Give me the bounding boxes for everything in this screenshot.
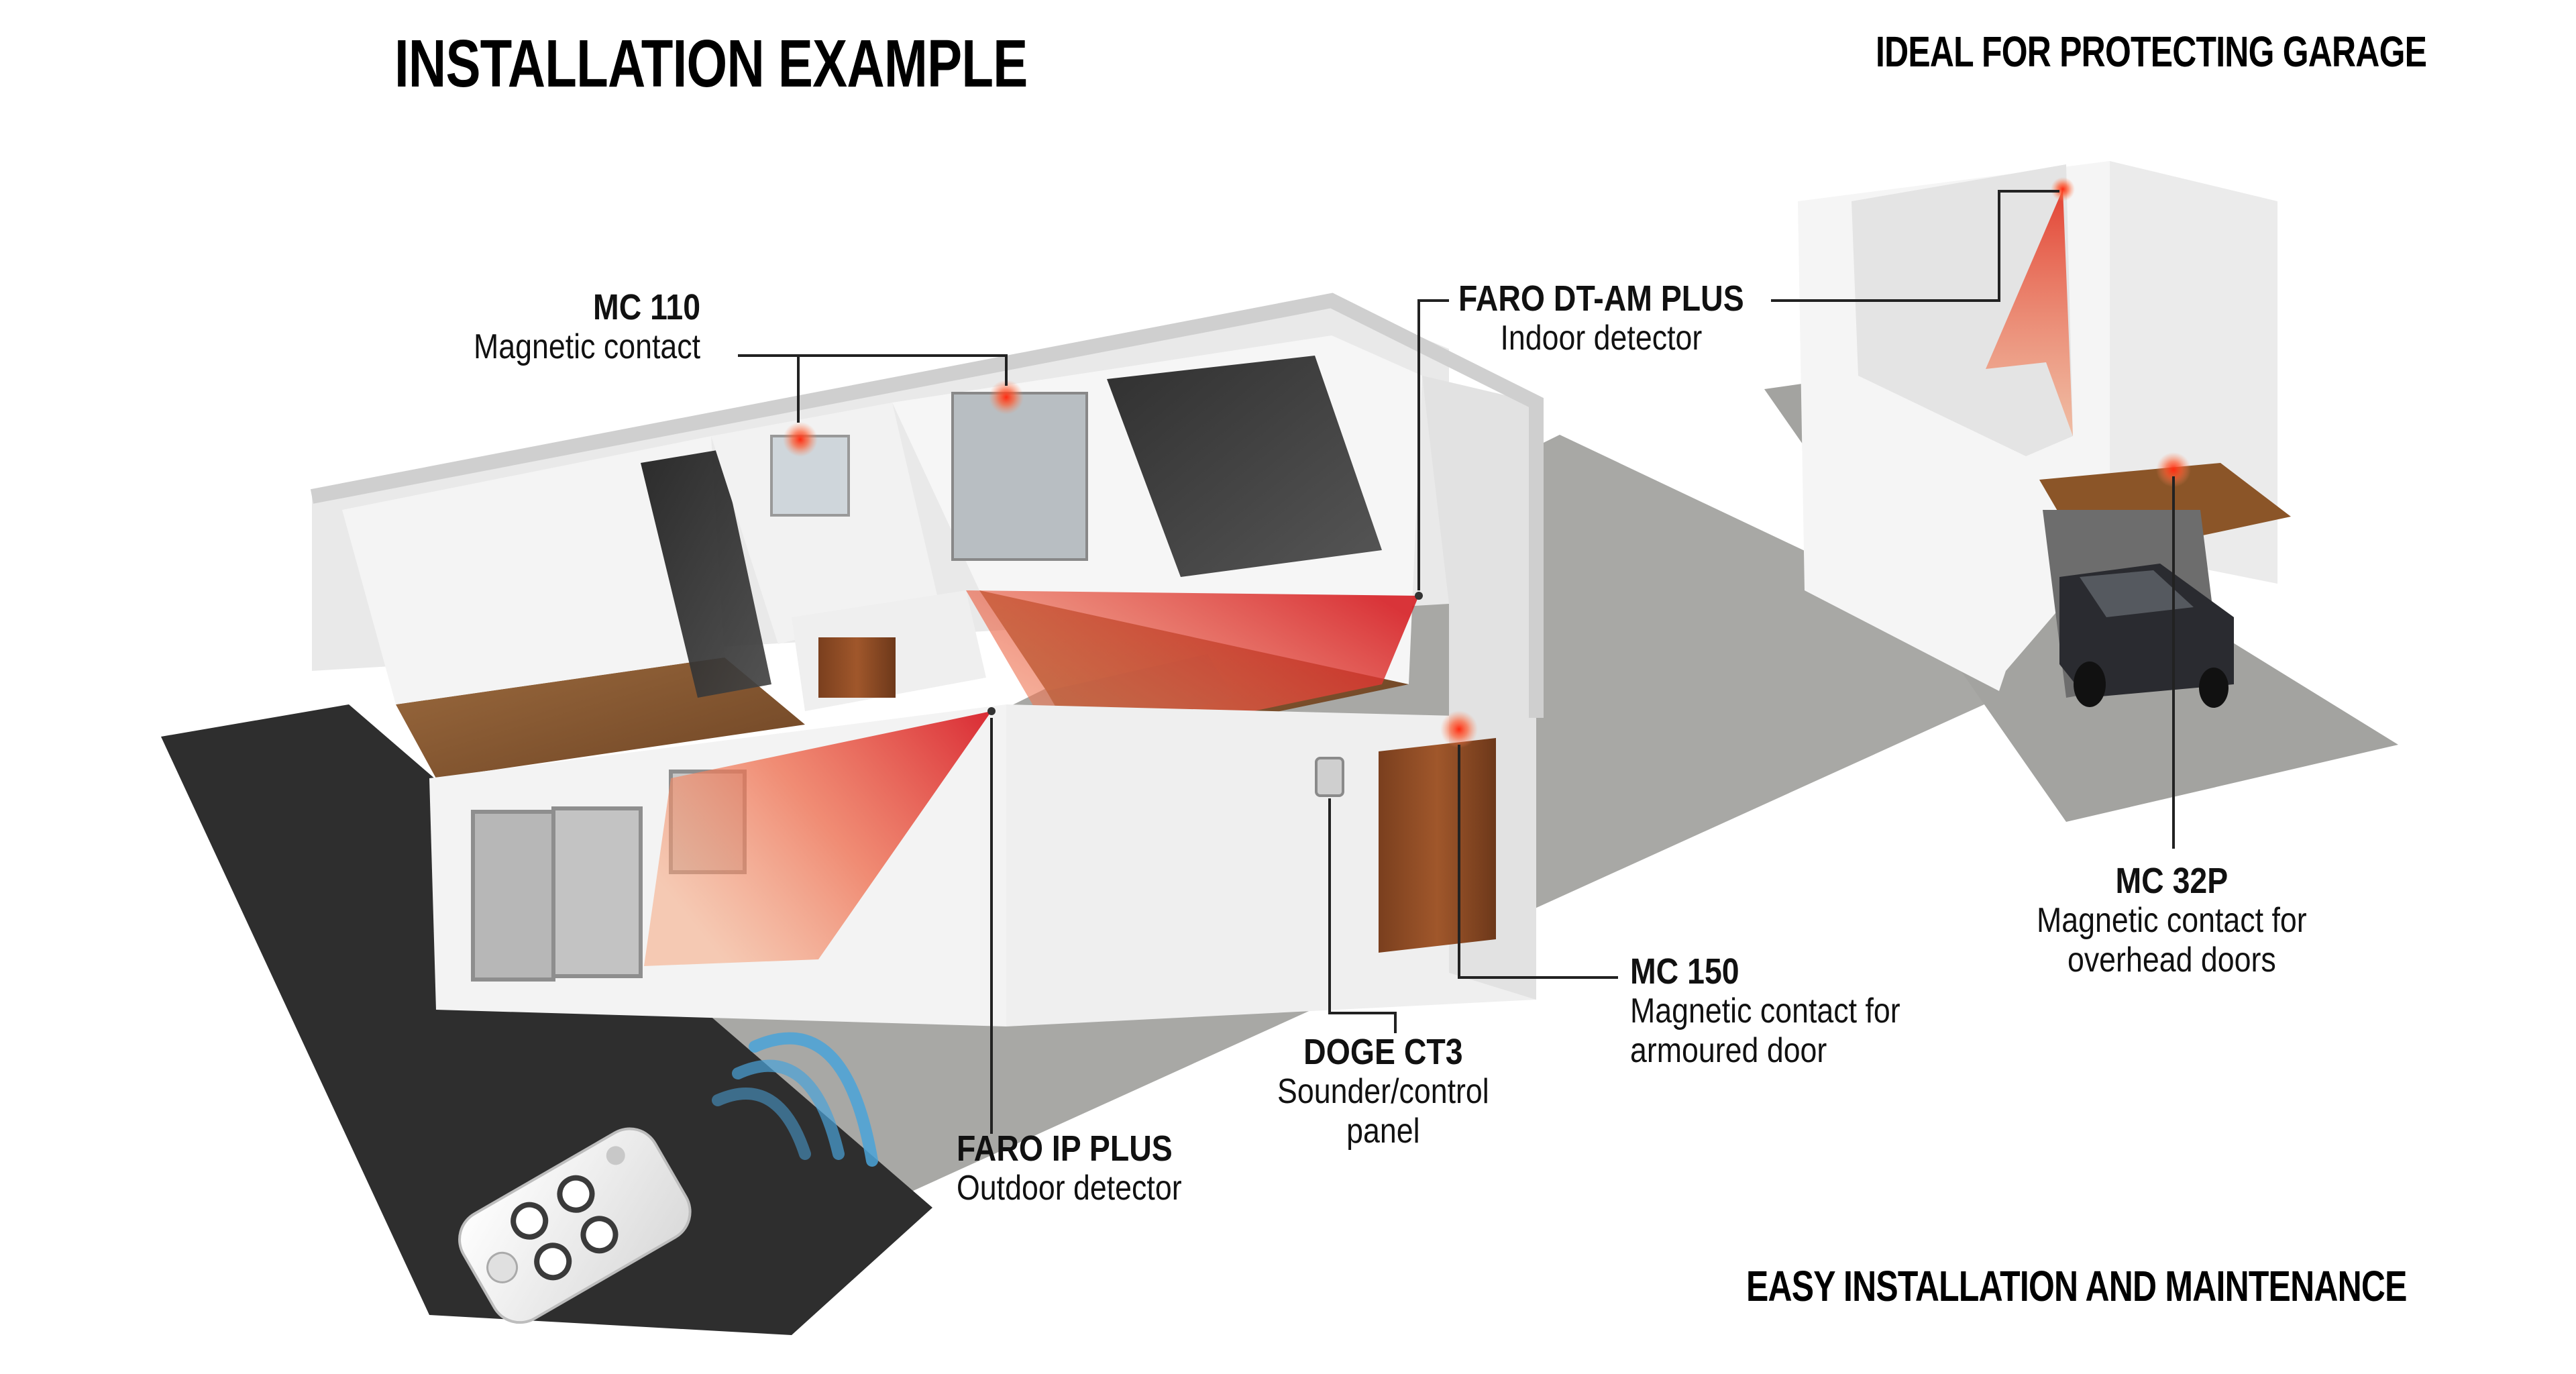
kitchen-cabinets [1107,356,1382,577]
callout-mc110: MC 110 Magnetic contact [474,287,700,367]
callout-desc: overhead doors [2067,940,2276,980]
callout-desc: Outdoor detector [957,1169,1182,1208]
car [2059,564,2234,708]
sensor-glow-icon [1440,710,1478,748]
front-window-2 [551,806,643,978]
leader-lines [738,190,2175,1134]
front-window-1 [471,810,555,982]
title-easy-installation: EASY INSTALLATION AND MAINTENANCE [1746,1262,2407,1310]
sensor-glow-icon [2051,177,2075,201]
callout-mc150: MC 150 Magnetic contact for armoured doo… [1630,951,1900,1070]
sensor-glow-icon [783,422,818,457]
callout-desc: Magnetic contact for [2037,901,2307,941]
callout-mc32p: MC 32P Magnetic contact for overhead doo… [2037,861,2307,980]
wall-top-rim [310,293,1544,718]
title-installation-example: INSTALLATION EXAMPLE [394,26,1028,101]
car-wheel [2074,662,2106,707]
leader-mc150 [1458,745,1618,979]
control-panel-box [1315,757,1344,797]
garage-detection-beam [1986,189,2073,436]
garage-interior [1851,164,2073,456]
callout-doge-ct3: DOGE CT3 Sounder/control panel [1277,1032,1489,1151]
outdoor-detection-beam [644,711,991,966]
callout-name: FARO IP PLUS [957,1128,1173,1169]
callout-name: DOGE CT3 [1303,1032,1463,1072]
callout-desc: Magnetic contact for [1630,992,1900,1031]
callout-desc: Magnetic contact [474,327,701,367]
title-garage: IDEAL FOR PROTECTING GARAGE [1876,28,2427,76]
remote-control [458,1032,878,1324]
room-middle-wall [711,403,939,644]
sensor-dot [1415,592,1423,600]
callout-desc: armoured door [1630,1030,1827,1070]
leader-mc110-b [798,354,1008,386]
callout-name: MC 32P [2115,861,2229,901]
callout-desc: Sounder/control [1277,1072,1489,1112]
leader-faro-dt [1417,299,1449,590]
armoured-door [1379,738,1496,953]
sensor-dot [987,707,996,715]
garage [1798,161,2291,708]
closet-door [818,637,896,698]
leader-doge [1328,798,1397,1033]
leader-garage-detector [1771,190,2059,302]
callout-name: MC 110 [593,287,701,327]
asphalt-driveway [161,704,932,1335]
callout-desc: Indoor detector [1500,319,1703,358]
callout-faro-dt-am-plus: FARO DT-AM PLUS Indoor detector [1458,278,1744,358]
callout-faro-ip-plus: FARO IP PLUS Outdoor detector [957,1128,1182,1208]
remote-control-icon [458,1127,692,1324]
callout-name: MC 150 [1630,951,1739,992]
car-windshield [2080,570,2194,617]
sensor-glows [783,177,2191,748]
signal-waves-icon [712,1032,878,1167]
car-wheel [2199,668,2229,708]
callout-desc: panel [1346,1111,1420,1151]
room-left-inner-wall [342,436,724,704]
sliding-glass-door [951,392,1088,561]
callout-name: FARO DT-AM PLUS [1458,278,1744,319]
sensor-glow-icon [2156,452,2191,487]
glass-wardrobe [641,450,771,698]
house [310,293,1544,1026]
sensor-glow-icon [989,380,1024,415]
